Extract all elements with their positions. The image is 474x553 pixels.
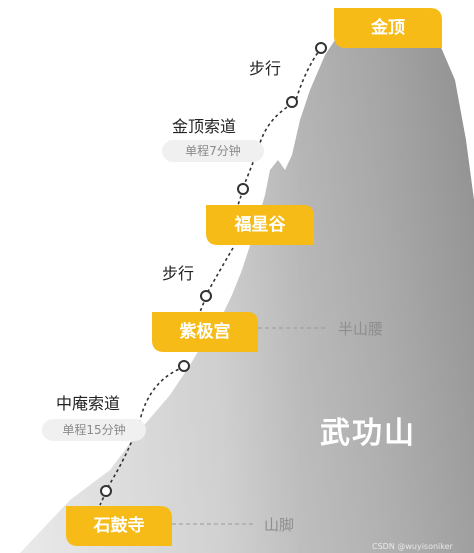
tag-fuxing <box>206 205 314 245</box>
station-shigu-label: 石鼓寺 <box>93 516 145 536</box>
station-tags <box>66 8 442 546</box>
watermark: CSDN @wuyisoniker <box>372 542 453 551</box>
tag-shigu <box>66 506 172 546</box>
station-summit-label: 金顶 <box>371 18 405 38</box>
segment-zhongan-time-pill: 单程15分钟 <box>42 419 146 441</box>
waypoint-shigu-upper <box>100 485 112 497</box>
route-segment-walk-mid <box>205 247 234 296</box>
segment-jinding-time-pill: 单程7分钟 <box>162 140 264 162</box>
route-waypoints <box>100 42 327 497</box>
waypoint-fuxing-lower <box>200 290 212 302</box>
segment-walk-mid-label: 步行 <box>162 264 195 283</box>
tag-ziji <box>152 312 258 352</box>
segment-jinding-cableway-label: 金顶索道 <box>172 117 237 136</box>
mountain-highlight <box>20 32 474 553</box>
route-segment-zhongan-cableway <box>105 366 185 491</box>
mountain-name: 武功山 <box>320 416 416 451</box>
segment-walk-top-label: 步行 <box>249 59 282 78</box>
waypoint-jinding-lower <box>286 96 298 108</box>
waypoint-fuxing-upper <box>237 183 249 195</box>
segment-zhongan-cableway-label: 中庵索道 <box>56 394 121 413</box>
station-fuxing-label: 福星谷 <box>234 215 286 235</box>
tag-summit <box>334 8 442 48</box>
side-label-half-mountain: 半山腰 <box>338 320 384 338</box>
waypoint-ziji-lower <box>178 360 190 372</box>
station-ziji-label: 紫极宫 <box>179 322 231 342</box>
waypoint-summit <box>315 42 327 54</box>
side-label-foot: 山脚 <box>264 516 295 534</box>
